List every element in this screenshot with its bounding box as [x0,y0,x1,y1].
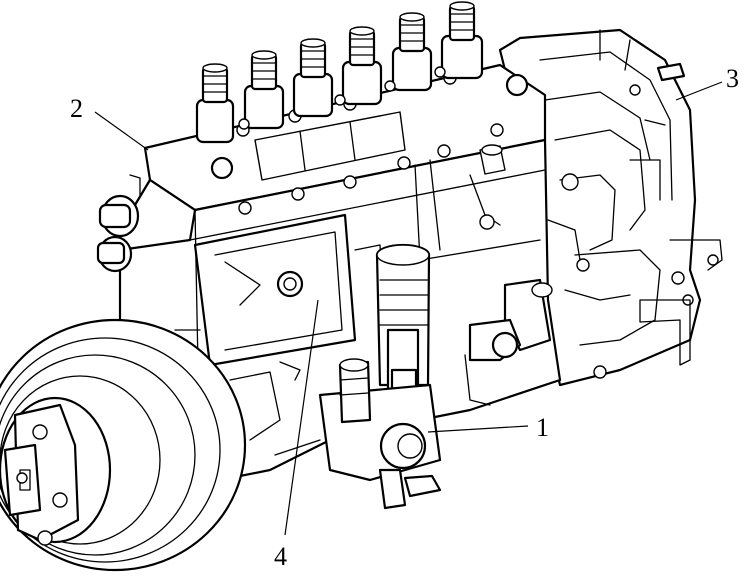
callout-1: 1 [536,413,549,442]
mounting-bracket [464,278,553,406]
delivery-valve-2 [243,50,285,130]
delivery-valve-5 [391,12,433,92]
callout-2: 2 [70,94,83,123]
bleed-screws [210,73,529,230]
governor-housing [498,28,723,387]
leader-lines [94,81,723,536]
callout-4: 4 [274,542,287,571]
cover-screw [276,270,304,298]
callouts: 1 2 3 4 [70,64,739,571]
leader-3 [675,81,723,101]
delivery-valve-holders [195,1,484,144]
delivery-valve-4 [341,26,383,106]
leader-4 [284,299,319,536]
delivery-valve-1 [195,63,235,144]
left-end-fittings [96,174,141,273]
callout-3: 3 [726,64,739,93]
leader-1 [427,425,529,433]
delivery-valve-6 [440,1,484,80]
drive-coupling [0,318,247,572]
fuel-inlet-fitting [274,358,442,510]
leader-2 [94,111,149,151]
feed-pump [375,243,431,400]
delivery-valve-3 [292,38,334,118]
